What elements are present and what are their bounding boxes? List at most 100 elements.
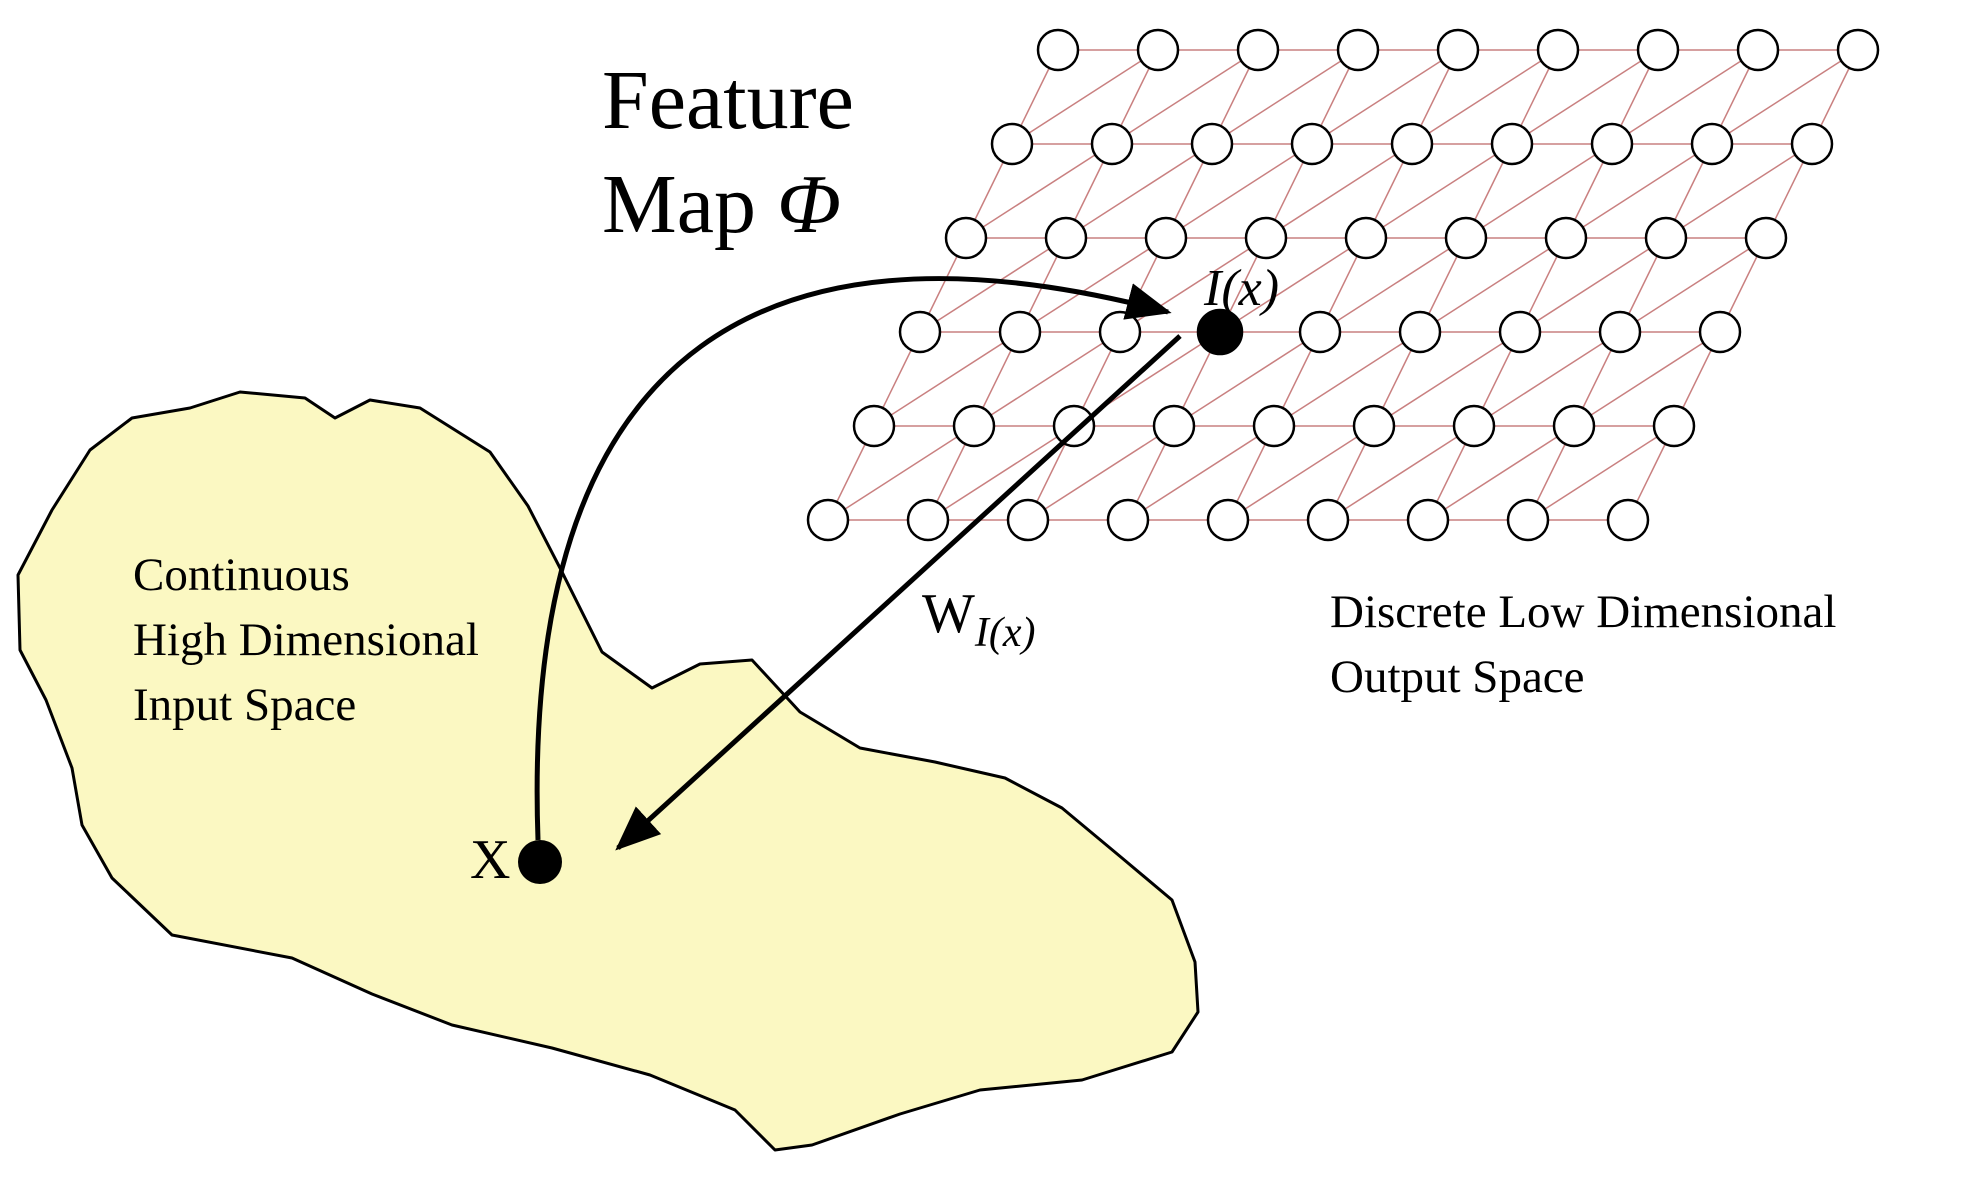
winner-node-label: I(x)	[1203, 260, 1279, 317]
lattice-node	[1652, 404, 1696, 448]
lattice-edge	[965, 143, 1113, 239]
lattice-edge	[1665, 143, 1813, 239]
lattice-node	[898, 310, 942, 354]
lattice-node	[1044, 216, 1088, 260]
lattice-edge	[1027, 425, 1175, 521]
lattice-edge	[1427, 425, 1575, 521]
lattice-node	[1352, 404, 1396, 448]
lattice-node	[1836, 28, 1880, 72]
input-space-label-line3: Input Space	[133, 679, 356, 731]
lattice-node	[1444, 216, 1488, 260]
lattice-node	[1206, 498, 1250, 542]
lattice-edge	[1619, 237, 1767, 333]
lattice-node	[1336, 28, 1380, 72]
lattice-node	[1790, 122, 1834, 166]
input-space-label-line1: Continuous	[133, 549, 350, 601]
lattice-edge	[1111, 49, 1259, 145]
lattice-node	[1744, 216, 1788, 260]
lattice-node	[944, 216, 988, 260]
lattice-node	[1490, 122, 1534, 166]
lattice-node	[1506, 498, 1550, 542]
lattice-edge	[973, 331, 1121, 427]
lattice-node	[1552, 404, 1596, 448]
winner-node	[1196, 308, 1244, 356]
lattice-edge	[1711, 49, 1859, 145]
lattice-edge	[1173, 331, 1321, 427]
lattice-edge	[1373, 331, 1521, 427]
lattice-node	[1544, 216, 1588, 260]
lattice-node	[1344, 216, 1388, 260]
lattice-edge	[1011, 49, 1159, 145]
output-space-label-line1: Discrete Low Dimensional	[1330, 586, 1836, 638]
lattice-edge	[1065, 143, 1213, 239]
lattice-node	[1236, 28, 1280, 72]
lattice-node	[806, 498, 850, 542]
lattice-edge	[1273, 331, 1421, 427]
lattice-connections	[827, 49, 1859, 521]
lattice-node	[1390, 122, 1434, 166]
lattice-edge	[1165, 143, 1313, 239]
lattice-node	[1098, 310, 1142, 354]
output-space-label-line2: Output Space	[1330, 651, 1585, 703]
lattice-edge	[1565, 143, 1713, 239]
lattice-edge	[1219, 237, 1367, 333]
lattice-edge	[1265, 143, 1413, 239]
lattice-edge	[1127, 425, 1275, 521]
lattice-node	[1436, 28, 1480, 72]
lattice-edge	[919, 237, 1067, 333]
lattice-node	[1290, 122, 1334, 166]
weight-vector-label: WI(x)	[922, 583, 1035, 656]
lattice-edge	[873, 331, 1021, 427]
lattice-edge	[1227, 425, 1375, 521]
lattice-node	[1406, 498, 1450, 542]
lattice-node	[1136, 28, 1180, 72]
lattice-node	[1606, 498, 1650, 542]
lattice-edge	[1019, 237, 1167, 333]
input-space-blob	[16, 390, 1200, 1152]
input-point-x	[518, 840, 562, 884]
lattice-edge	[1473, 331, 1621, 427]
lattice-edge	[1327, 425, 1475, 521]
lattice-node	[1190, 122, 1234, 166]
lattice-node	[1144, 216, 1188, 260]
lattice-nodes	[806, 28, 1880, 542]
input-point-label: X	[470, 829, 510, 891]
lattice-edge	[1465, 143, 1613, 239]
lattice-edge	[1573, 331, 1721, 427]
lattice-edge	[1611, 49, 1759, 145]
lattice-node	[1244, 216, 1288, 260]
lattice-edge	[1411, 49, 1559, 145]
lattice-node	[1698, 310, 1742, 354]
lattice-node	[1398, 310, 1442, 354]
input-space-label-line2: High Dimensional	[133, 614, 479, 666]
lattice-node	[1006, 498, 1050, 542]
lattice-node	[1736, 28, 1780, 72]
lattice-node	[1036, 28, 1080, 72]
lattice-edge	[1519, 237, 1667, 333]
feature-map-label-line1: Feature	[602, 54, 854, 147]
lattice-node	[1252, 404, 1296, 448]
lattice-node	[990, 122, 1034, 166]
lattice-node	[1106, 498, 1150, 542]
feature-map-label-line2: Map Φ	[602, 158, 841, 251]
lattice-node	[998, 310, 1042, 354]
lattice-node	[1498, 310, 1542, 354]
lattice-node	[906, 498, 950, 542]
lattice-node	[1306, 498, 1350, 542]
feature-map-arrow	[534, 276, 1172, 841]
lattice-node	[1298, 310, 1342, 354]
lattice-edge	[1527, 425, 1675, 521]
lattice-node	[1690, 122, 1734, 166]
lattice-edge	[1211, 49, 1359, 145]
lattice-edge	[1311, 49, 1459, 145]
lattice-node	[1536, 28, 1580, 72]
lattice-node	[1644, 216, 1688, 260]
lattice-node	[952, 404, 996, 448]
lattice-edge	[927, 425, 1075, 521]
lattice-node	[1636, 28, 1680, 72]
lattice-edge	[1419, 237, 1567, 333]
lattice-edge	[827, 425, 975, 521]
lattice-node	[852, 404, 896, 448]
